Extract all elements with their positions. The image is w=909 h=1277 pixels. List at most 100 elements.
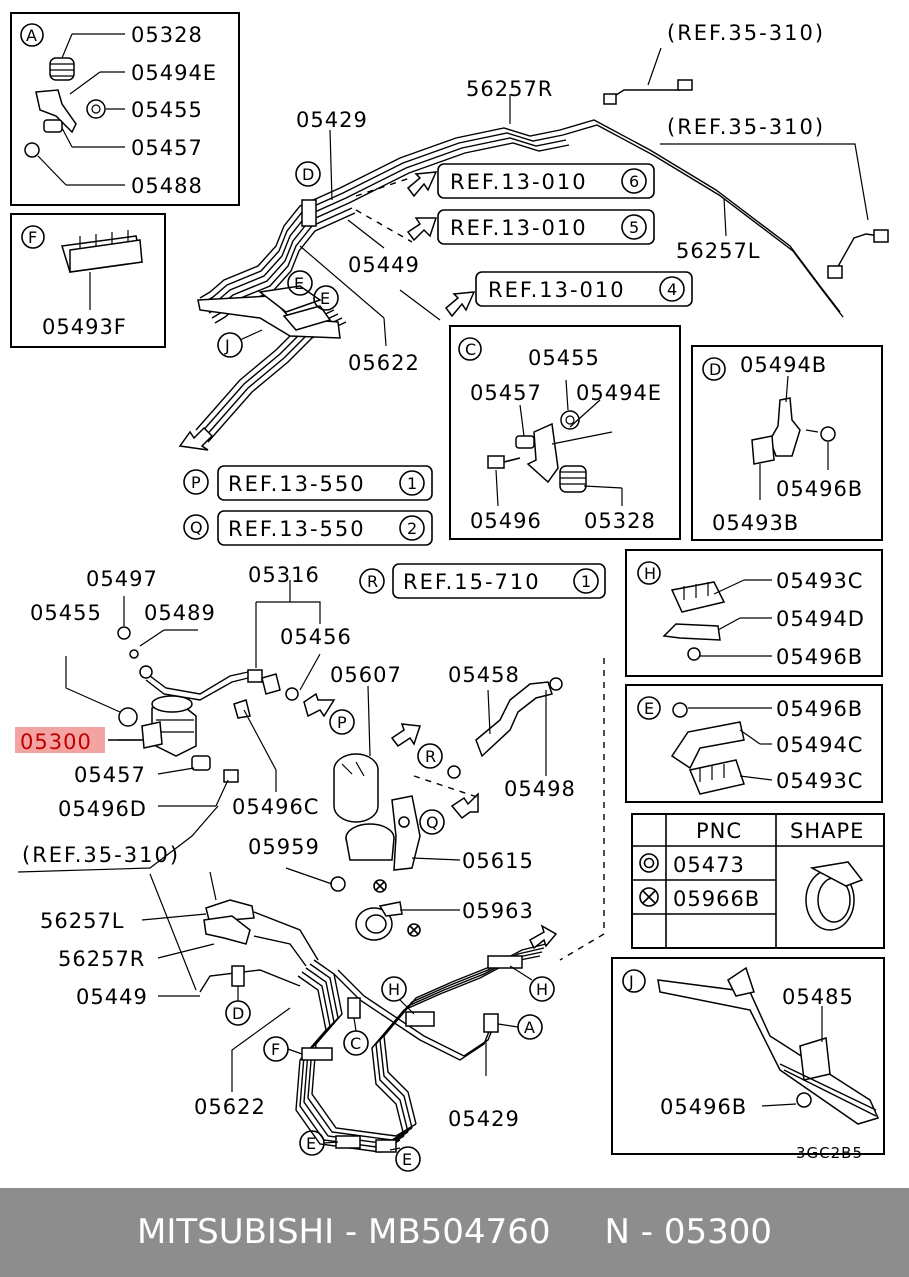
bracket-icon	[35, 89, 77, 134]
grommet-icon	[559, 465, 587, 493]
ref-13-010-6: REF.13-010 6	[437, 163, 655, 199]
circle-x-icon	[407, 923, 421, 937]
filler-hose-icon	[475, 681, 553, 758]
part-label: 05485	[782, 985, 854, 1009]
top-callouts: D E E J 56257R 05429 56257L 05449 05622	[217, 77, 761, 375]
part-label: 05493F	[42, 315, 127, 339]
part-label: 05498	[504, 777, 576, 801]
grommet-icon	[118, 707, 138, 727]
circle-x-icon	[373, 879, 387, 893]
bolt-icon	[687, 647, 701, 661]
part-label: 05496B	[660, 1095, 747, 1119]
mount-bracket-icon	[345, 795, 421, 871]
part-label: 05607	[330, 663, 402, 687]
lower-assembly: (REF.35-310) D F C H H	[22, 843, 863, 1172]
part-label: 05496	[470, 509, 542, 533]
svg-text:5: 5	[629, 218, 639, 237]
drawing-code: 3GC2B5	[796, 1144, 863, 1162]
part-label: 05328	[131, 23, 203, 47]
collar-icon	[86, 99, 106, 119]
part-label: 05429	[448, 1107, 520, 1131]
part-label: 05496C	[232, 795, 319, 819]
part-label: 05457	[470, 381, 542, 405]
svg-text:REF.13-010: REF.13-010	[488, 278, 626, 302]
svg-text:R: R	[367, 572, 378, 591]
detail-d: D 05494B 05496B 05493B	[691, 345, 883, 541]
svg-text:(REF.35-310): (REF.35-310)	[22, 843, 180, 867]
svg-text:Q: Q	[426, 813, 439, 832]
nut-icon	[330, 876, 346, 892]
part-label: 56257R	[466, 77, 553, 101]
detail-c: C 05455 05457 05494E 05496 05328	[449, 325, 681, 540]
bushing-icon	[43, 119, 63, 133]
svg-text:E: E	[306, 1134, 316, 1153]
svg-text:6: 6	[629, 172, 639, 191]
svg-text:D: D	[302, 165, 314, 184]
svg-text:2: 2	[407, 519, 417, 538]
part-label: 05455	[131, 98, 203, 122]
washer-icon	[129, 649, 139, 659]
bolt-icon	[672, 702, 688, 718]
part-label: 05496D	[58, 797, 147, 821]
svg-text:H: H	[388, 980, 400, 999]
collar-icon	[560, 410, 580, 430]
part-label: 05963	[462, 899, 534, 923]
washer-icon	[447, 765, 461, 779]
part-label: 05493C	[776, 769, 863, 793]
nut-icon	[24, 142, 40, 158]
table-header: SHAPE	[790, 819, 864, 843]
svg-text:J: J	[224, 336, 230, 355]
washer-icon	[549, 677, 563, 691]
detail-a: A 05328 05494E 05455 05457 05488	[10, 12, 240, 206]
svg-text:E: E	[294, 274, 304, 293]
part-label: 05493B	[712, 511, 799, 535]
part-label: 05455	[30, 601, 102, 625]
footer-caption: MITSUBISHI - MB504760 N - 05300	[137, 1212, 772, 1252]
table-cell: 05966B	[673, 887, 760, 911]
svg-text:Q: Q	[190, 518, 203, 537]
svg-text:4: 4	[667, 280, 677, 299]
table-header: PNC	[696, 819, 742, 843]
svg-text:D: D	[232, 1004, 244, 1023]
part-label: 05449	[348, 253, 420, 277]
clip-icon	[751, 435, 775, 465]
hose-clamp-shape-icon	[805, 861, 864, 931]
bracket-icon	[670, 721, 745, 770]
ref-13-010-5: REF.13-010 5	[437, 209, 655, 245]
svg-text:C: C	[465, 340, 476, 359]
fuel-cap-icon	[333, 753, 379, 823]
part-label: 05488	[131, 174, 203, 198]
highlighted-part-label: 05300	[20, 730, 92, 754]
part-label: 05328	[584, 509, 656, 533]
part-label: 56257R	[58, 947, 145, 971]
part-label: 56257L	[40, 909, 125, 933]
clamp-icon	[688, 759, 745, 795]
part-label: 05496B	[776, 697, 863, 721]
svg-text:R: R	[425, 747, 436, 766]
svg-text:E: E	[402, 1150, 412, 1169]
part-label: 56257L	[676, 239, 761, 263]
ref-15-710: R REF.15-710 1	[359, 563, 606, 599]
bolt-icon	[223, 769, 239, 783]
callout-a: A	[26, 26, 37, 45]
part-label: 05457	[74, 763, 146, 787]
fuel-filter-icon	[141, 695, 197, 757]
part-label: 05494E	[131, 61, 217, 85]
bracket-icon	[662, 623, 721, 641]
bracket-icon	[657, 979, 880, 1125]
part-label: 05455	[528, 346, 600, 370]
svg-text:(REF.35-310): (REF.35-310)	[667, 21, 825, 45]
part-label: 05457	[131, 136, 203, 160]
bolt-icon	[796, 1092, 812, 1108]
detail-e: E 05496B 05494C 05493C	[625, 684, 883, 803]
clamp-icon	[670, 581, 726, 613]
main-assembly: P	[17, 580, 605, 961]
callout-f: F	[28, 228, 37, 247]
part-label: 05494C	[776, 733, 863, 757]
ref-13-010-4: REF.13-010 4	[475, 271, 693, 307]
svg-text:A: A	[524, 1018, 535, 1037]
bolt-icon	[820, 426, 836, 442]
bracket-icon	[526, 422, 559, 484]
part-label: 05489	[144, 601, 216, 625]
bolt-icon	[487, 455, 505, 469]
